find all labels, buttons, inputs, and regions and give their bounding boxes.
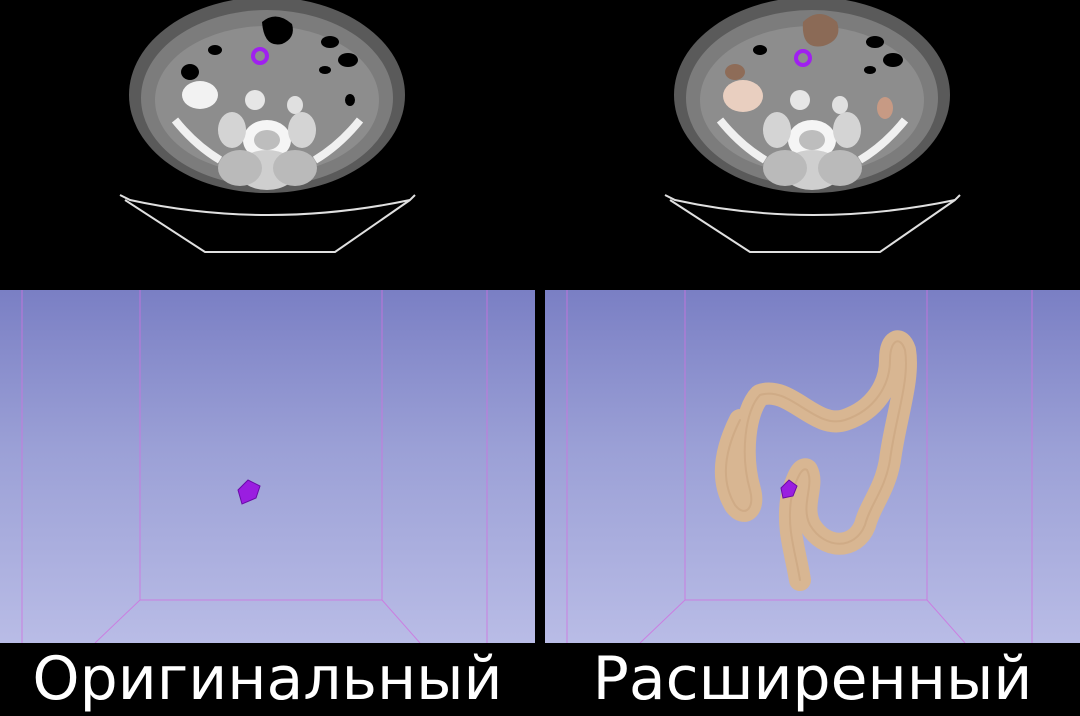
tumor-3d <box>780 479 798 499</box>
colon-3d <box>714 330 917 591</box>
panel-divider <box>535 0 545 716</box>
caption-original: Оригинальный <box>32 644 503 714</box>
ct-slice-original <box>0 0 535 288</box>
3d-view-original[interactable] <box>0 290 535 643</box>
tumor-3d <box>237 479 261 505</box>
3d-view-extended[interactable] <box>545 290 1080 643</box>
caption-extended: Расширенный <box>592 644 1033 714</box>
ct-slice-extended <box>545 0 1080 288</box>
